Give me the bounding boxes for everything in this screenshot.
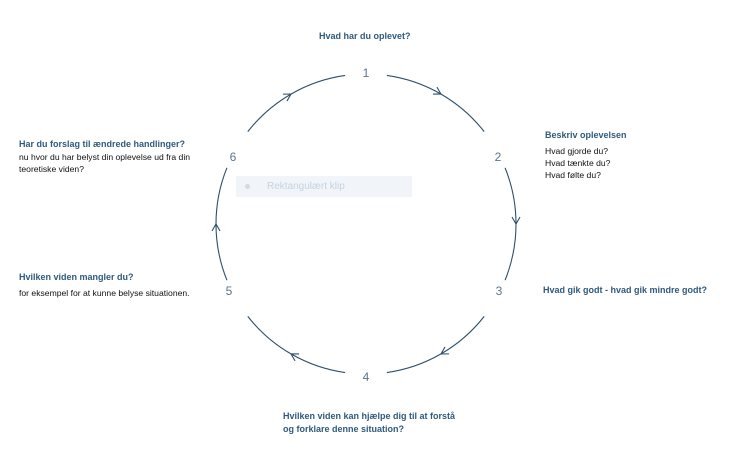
clip-dot-icon [245,184,250,189]
step-1-heading: Hvad har du oplevet? [319,31,411,41]
cycle-arc-5-to-6 [215,167,228,281]
step-number-6: 6 [229,150,237,164]
step-5-line-1: for eksempel for at kunne belyse situati… [19,288,190,298]
step-2-line-1: Hvad gjorde du? [545,146,609,156]
cycle-arc-3-to-4 [386,316,485,374]
step-4-heading-line-1: Hvilken viden kan hjælpe dig til at fors… [283,411,456,421]
step-6-line-1: nu hvor du har belyst din oplevelse ud f… [19,152,191,162]
step-2-heading: Beskriv oplevelsen [545,130,627,140]
arrowhead-icon [511,216,521,226]
cycle-arc-1-to-2 [386,74,485,132]
arrowhead-icon [282,93,292,102]
cycle-arc-6-to-1 [247,74,346,132]
cycle-arc-4-to-5 [247,316,346,374]
step-6-heading: Har du forslag til ændrede handlinger? [19,139,186,149]
cycle-arcs [211,74,521,374]
step-number-2: 2 [494,150,502,164]
step-4-heading-line-2: og forklare denne situation? [283,424,405,434]
arrowhead-icon [290,353,300,362]
step-number-3: 3 [495,284,503,298]
rectangular-clip-placeholder[interactable]: Rektangulært klip [236,176,412,197]
step-number-5: 5 [225,284,233,298]
step-2-line-3: Hvad følte du? [545,170,601,180]
step-3-heading: Hvad gik godt - hvad gik mindre godt? [543,285,708,295]
cycle-arc-2-to-3 [504,167,517,281]
step-5-heading: Hvilken viden mangler du? [19,272,134,282]
arrowhead-icon [440,346,450,355]
arrowhead-icon [211,222,221,232]
step-number-1: 1 [362,66,370,80]
step-number-4: 4 [362,370,370,384]
clip-label: Rektangulært klip [267,181,345,192]
arrowhead-icon [432,86,442,95]
step-6-line-2: teoretiske viden? [19,164,84,174]
step-2-line-2: Hvad tænkte du? [545,158,611,168]
